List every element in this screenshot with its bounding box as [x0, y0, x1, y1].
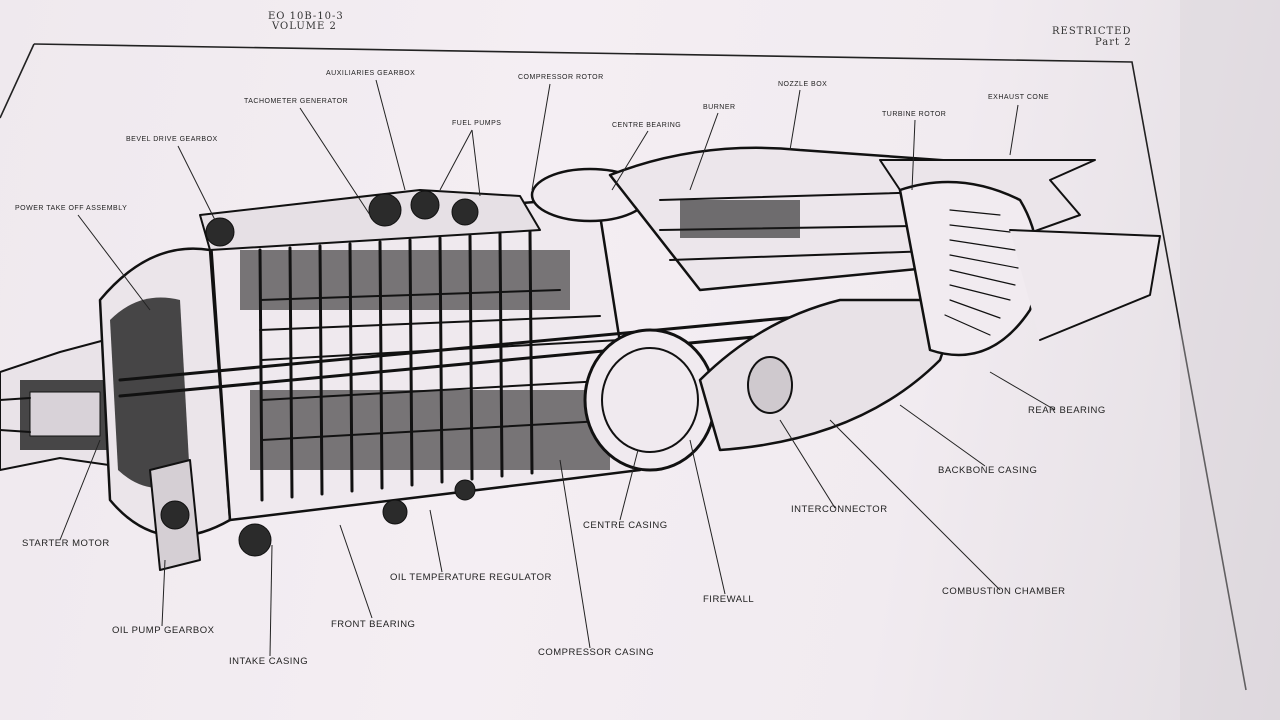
label-centre-casing: CENTRE CASING	[583, 520, 668, 531]
page-border-left	[0, 43, 35, 119]
engine-drawing	[0, 146, 1161, 571]
label-rear-bearing: REAR BEARING	[1028, 405, 1106, 416]
part-label: Part 2	[1095, 37, 1132, 48]
label-compressor-rotor: COMPRESSOR ROTOR	[518, 74, 604, 81]
label-tachometer-generator: TACHOMETER GENERATOR	[244, 98, 349, 105]
label-backbone-casing: BACKBONE CASING	[938, 465, 1038, 476]
label-oil-pump-gearbox: OIL PUMP GEARBOX	[112, 625, 215, 636]
label-power-take-off-assembly: POWER TAKE OFF ASSEMBLY	[15, 205, 128, 212]
label-bevel-drive-gearbox: BEVEL DRIVE GEARBOX	[126, 136, 218, 143]
classification-label: RESTRICTED	[1052, 26, 1132, 37]
label-turbine-rotor: TURBINE ROTOR	[882, 111, 947, 118]
page-border	[33, 43, 1247, 691]
label-auxiliaries-gearbox: AUXILIARIES GEARBOX	[326, 70, 416, 77]
label-front-bearing: FRONT BEARING	[331, 619, 416, 630]
label-compressor-casing: COMPRESSOR CASING	[538, 647, 655, 658]
label-exhaust-cone: EXHAUST CONE	[988, 94, 1050, 101]
label-interconnector: INTERCONNECTOR	[791, 504, 888, 515]
volume-label: VOLUME 2	[272, 21, 337, 32]
label-centre-bearing: CENTRE BEARING	[612, 122, 682, 129]
label-fuel-pumps: FUEL PUMPS	[452, 120, 502, 127]
label-starter-motor: STARTER MOTOR	[22, 538, 110, 549]
label-burner: BURNER	[703, 104, 736, 111]
label-oil-temperature-regulator: OIL TEMPERATURE REGULATOR	[390, 572, 552, 583]
label-firewall: FIREWALL	[703, 594, 755, 605]
label-intake-casing: INTAKE CASING	[229, 656, 309, 667]
leader-lines	[59, 79, 1056, 657]
label-combustion-chamber: COMBUSTION CHAMBER	[942, 586, 1066, 597]
label-nozzle-box: NOZZLE BOX	[778, 81, 828, 88]
doc-number: EO 10B-10-3	[268, 11, 344, 22]
